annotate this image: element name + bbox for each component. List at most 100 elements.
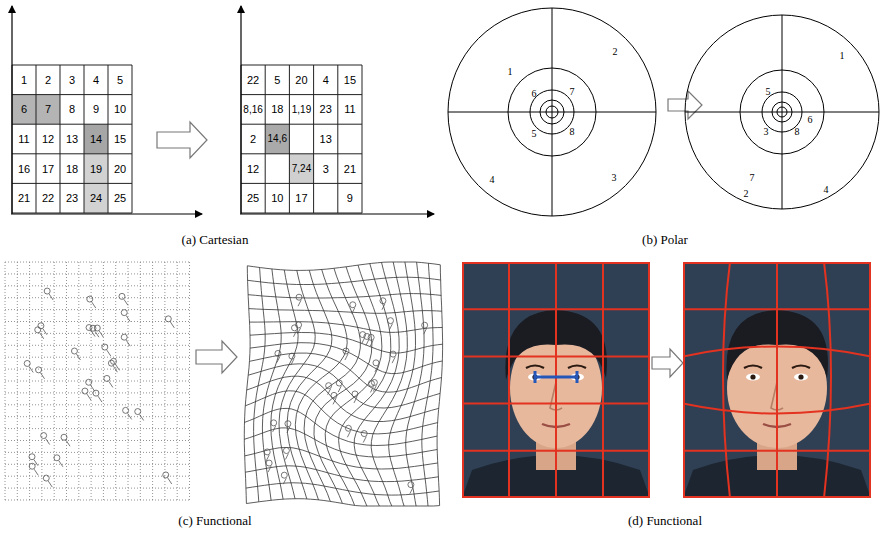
table-cell: 13	[60, 124, 84, 154]
warped-grid-line	[245, 391, 437, 434]
dotted-grid-line	[5, 345, 190, 346]
sketch-mark	[87, 296, 96, 308]
sketch-mark	[361, 431, 367, 443]
warped-grid-line	[247, 262, 440, 270]
grid-line	[602, 262, 604, 498]
grid-line	[36, 65, 37, 213]
dotted-grid-line	[5, 500, 190, 501]
pupil	[798, 374, 803, 379]
grid-line	[462, 355, 650, 357]
callout-number: 2	[605, 45, 625, 59]
dotted-grid-line	[5, 476, 190, 477]
grid-line	[241, 153, 362, 154]
block-arrow	[652, 349, 683, 377]
warped-grid-line	[422, 263, 433, 506]
dotted-grid-line	[66, 262, 67, 500]
sketch-mark	[271, 420, 277, 432]
table-cell: 3	[60, 65, 84, 95]
sketch-mark	[44, 288, 53, 300]
grid-line	[241, 124, 362, 125]
dotted-grid-line	[5, 262, 190, 263]
grid-line	[12, 213, 132, 214]
table-cell: 25	[241, 183, 265, 213]
grid-line	[12, 124, 132, 125]
dotted-grid-line	[5, 357, 190, 358]
sketch-mark	[373, 360, 379, 372]
warped-grid-line	[248, 364, 440, 408]
distance-bar	[535, 371, 577, 383]
warped-grid-line	[406, 262, 424, 506]
shaded-cell	[289, 154, 313, 184]
sketch-mark	[283, 448, 289, 460]
sketch-mark	[291, 325, 297, 337]
sketch-mark	[343, 348, 349, 360]
eye	[746, 374, 760, 381]
grid-line	[84, 65, 85, 213]
sketch-mark	[165, 316, 174, 328]
shaded-cell	[84, 124, 108, 154]
sketch-mark	[93, 390, 102, 402]
dotted-grid-line	[5, 321, 190, 322]
table-cell: 14,6	[265, 124, 289, 154]
grid-line	[555, 262, 557, 498]
callout-number: 7	[562, 85, 582, 99]
table-cell: 6	[12, 95, 36, 125]
sketch-mark	[408, 482, 414, 494]
sketch-mark	[266, 460, 272, 472]
table-cell: 22	[36, 183, 60, 213]
grid-line	[683, 346, 871, 356]
sketch-mark	[121, 310, 130, 322]
shaded-cell	[84, 183, 108, 213]
sketch-mark	[352, 391, 358, 403]
grid-line	[337, 65, 338, 213]
grid-line	[462, 403, 650, 405]
sketch-mark	[36, 367, 45, 379]
warped-grid-line	[245, 408, 438, 445]
sketch-mark	[135, 409, 144, 421]
sketch-mark	[336, 380, 342, 392]
dotted-grid-line	[5, 428, 190, 429]
table-cell: 14	[84, 124, 108, 154]
warped-grid-line	[371, 262, 407, 506]
callout-number: 3	[756, 125, 776, 139]
sketch-mark	[331, 392, 337, 404]
warped-grid-line	[389, 262, 416, 506]
polar-grid	[685, 15, 879, 209]
sketch-mark	[61, 434, 70, 446]
warped-grid-line	[287, 270, 332, 499]
sketch-mark	[390, 351, 396, 363]
dotted-grid-line	[5, 392, 190, 393]
sketch-mark	[296, 294, 302, 306]
dotted-grid-line	[5, 273, 190, 274]
table-cell: 3	[314, 154, 338, 184]
warped-grid-line	[339, 264, 391, 506]
table-cell: 12	[241, 154, 265, 184]
dotted-grid-line	[103, 262, 104, 500]
grid-line	[60, 65, 61, 213]
grid-line	[289, 65, 290, 213]
sketch-mark	[108, 360, 117, 372]
table-cell: 15	[108, 124, 132, 154]
dotted-grid-line	[5, 452, 190, 453]
dotted-grid-line	[5, 440, 190, 441]
sketch-mark	[364, 333, 370, 345]
shaded-cell	[84, 154, 108, 184]
grid-line	[12, 65, 132, 66]
face-photo	[683, 262, 871, 498]
table-cell: 20	[108, 154, 132, 184]
polar-grid	[448, 8, 656, 216]
table-cell: 1,19	[289, 95, 313, 125]
sketch-mark	[24, 360, 33, 372]
sketch-mark	[41, 433, 50, 445]
table-cell: 8	[60, 95, 84, 125]
table-cell: 21	[338, 154, 362, 184]
table-cell: 10	[108, 95, 132, 125]
sketch-mark	[296, 322, 302, 334]
warped-grid-line	[271, 270, 298, 499]
callout-number: 5	[758, 85, 778, 99]
table-cell: 23	[60, 183, 84, 213]
sketch-mark	[121, 334, 130, 346]
grid-line	[362, 65, 363, 213]
